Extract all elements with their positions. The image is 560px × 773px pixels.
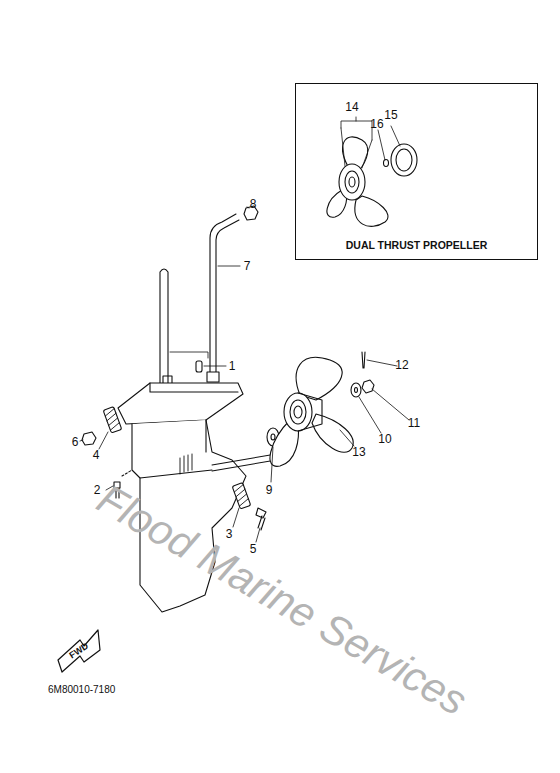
callout-number: 13 [352, 446, 365, 458]
inset-title: DUAL THRUST PROPELLER [296, 239, 537, 251]
inset-box: DUAL THRUST PROPELLER [295, 83, 538, 260]
callout-number: 11 [408, 417, 420, 429]
callout-number: 14 [345, 101, 358, 113]
callout-number: 12 [395, 359, 408, 371]
callout-number: 9 [266, 484, 273, 496]
callout-number: 10 [378, 433, 391, 445]
callout-number: 15 [384, 109, 397, 121]
callout-number: 8 [250, 198, 257, 210]
callout-number: 4 [93, 449, 100, 461]
callout-number: 16 [370, 118, 383, 130]
callout-number: 6 [72, 436, 79, 448]
callout-number: 3 [226, 528, 233, 540]
callout-number: 7 [244, 260, 251, 272]
drawing-code: 6M80010-7180 [48, 685, 115, 695]
callout-number: 5 [250, 543, 257, 555]
callout-number: 2 [94, 484, 101, 496]
watermark: Flood Marine Services [91, 477, 474, 722]
callout-number: 1 [229, 360, 236, 372]
